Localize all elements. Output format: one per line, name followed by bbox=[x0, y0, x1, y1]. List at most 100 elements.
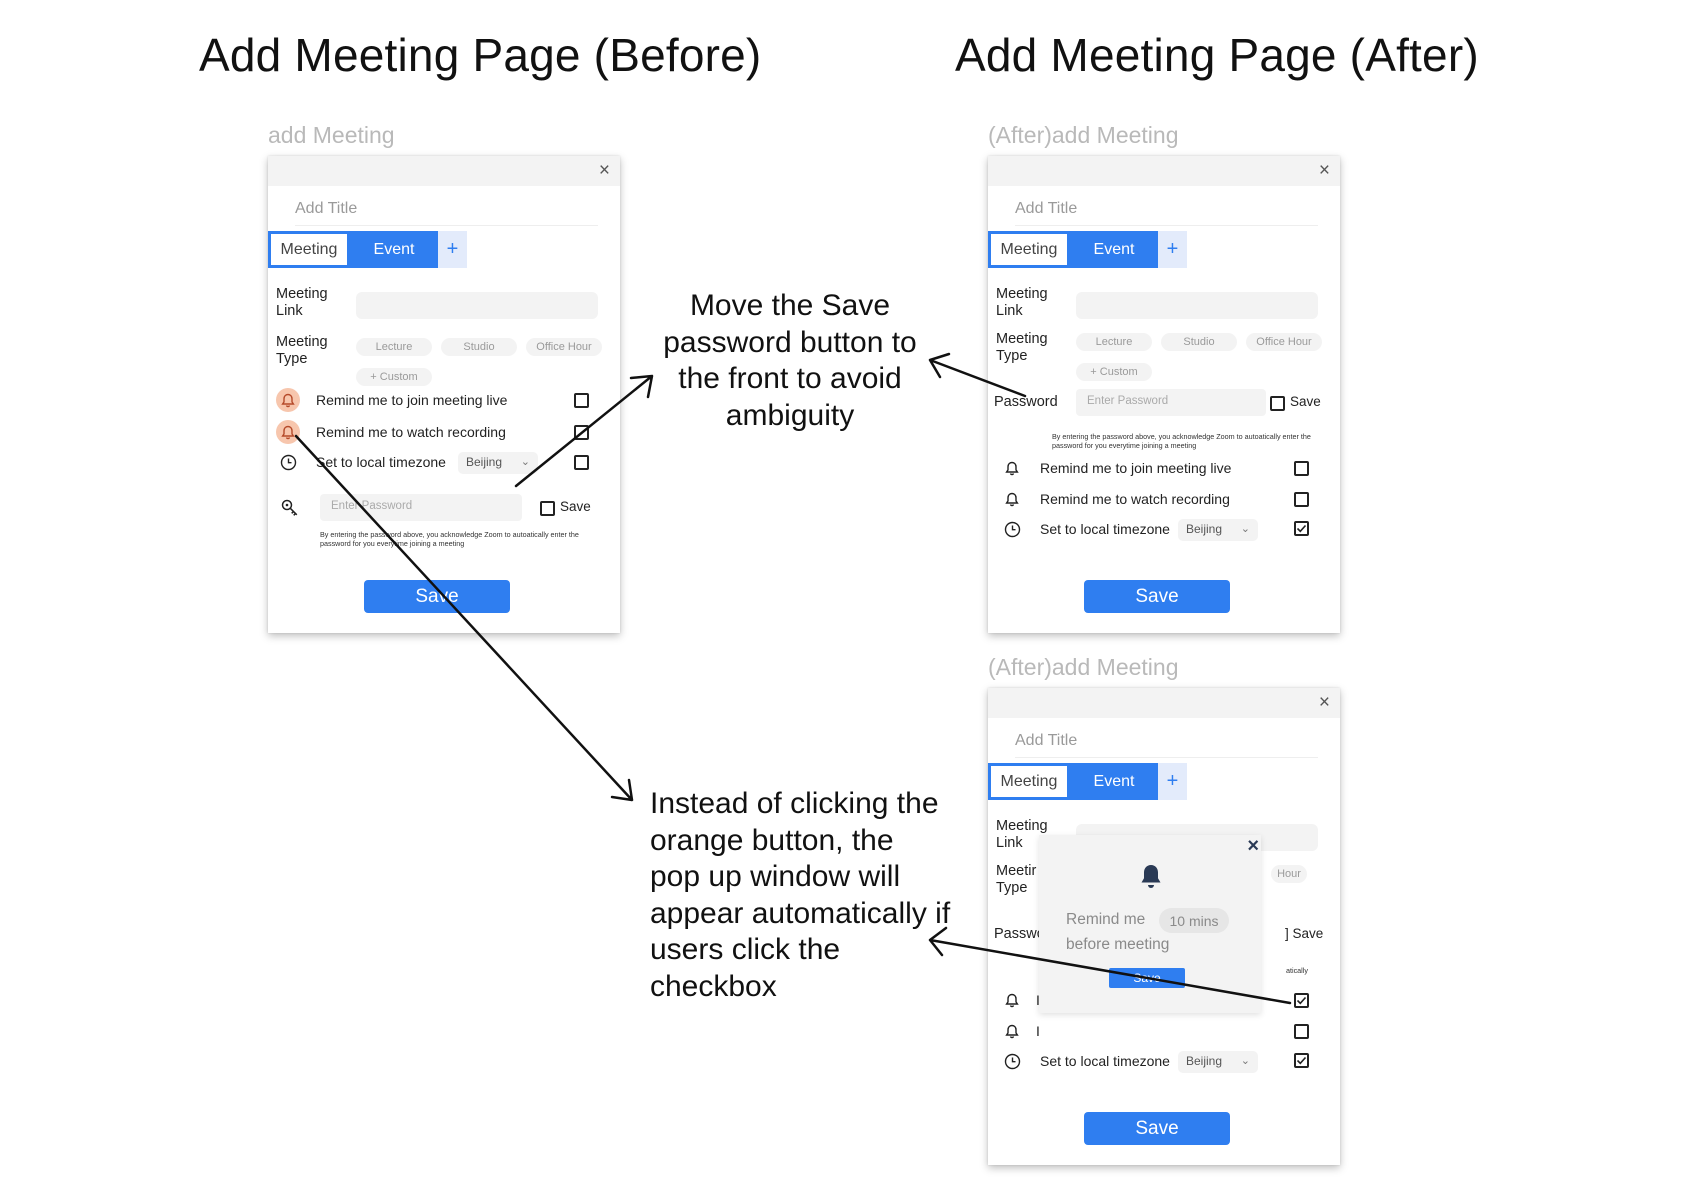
add-tab-button[interactable]: + bbox=[438, 231, 467, 268]
tab-meeting[interactable]: Meeting bbox=[988, 231, 1070, 268]
type-chip-lecture[interactable]: Lecture bbox=[1076, 333, 1152, 351]
local-timezone-label: Set to local timezone bbox=[316, 454, 446, 470]
clock-icon bbox=[1000, 517, 1024, 541]
tab-bar: Meeting Event + bbox=[988, 231, 1187, 268]
meeting-link-input[interactable] bbox=[1076, 292, 1318, 319]
annotation-popup: Instead of clicking the orange button, t… bbox=[650, 787, 951, 1003]
save-password-checkbox[interactable] bbox=[540, 501, 555, 516]
type-chip-office-hour-clipped: Hour bbox=[1271, 865, 1307, 883]
bell-icon[interactable] bbox=[276, 388, 300, 412]
save-button[interactable]: Save bbox=[1084, 580, 1230, 613]
tab-meeting[interactable]: Meeting bbox=[988, 763, 1070, 800]
save-password-label: Save bbox=[560, 499, 591, 514]
tab-event[interactable]: Event bbox=[350, 231, 438, 268]
clock-icon bbox=[276, 450, 300, 474]
title-underline bbox=[295, 225, 598, 226]
tab-bar: Meeting Event + bbox=[268, 231, 467, 268]
row-label-clipped: I bbox=[1036, 1023, 1040, 1039]
timezone-select[interactable]: Beijing⌄ bbox=[1178, 519, 1258, 541]
add-tab-button[interactable]: + bbox=[1158, 763, 1187, 800]
card-header-bar bbox=[988, 156, 1340, 186]
type-chip-studio[interactable]: Studio bbox=[1161, 333, 1237, 351]
bell-icon bbox=[1000, 988, 1024, 1012]
arrow-to-popup-note bbox=[294, 434, 634, 802]
card-header-bar bbox=[268, 156, 620, 186]
remind-live-checkbox-checked[interactable] bbox=[1294, 993, 1309, 1008]
remind-live-label: Remind me to join meeting live bbox=[316, 392, 508, 408]
timezone-select[interactable]: Beijing⌄ bbox=[1178, 1051, 1258, 1073]
chevron-down-icon: ⌄ bbox=[520, 456, 530, 468]
add-title-input[interactable]: Add Title bbox=[1015, 732, 1078, 749]
frame-label-before: add Meeting bbox=[268, 122, 395, 148]
save-button[interactable]: Save bbox=[1084, 1112, 1230, 1145]
type-chip-office-hour[interactable]: Office Hour bbox=[526, 338, 602, 356]
close-icon[interactable]: × bbox=[1318, 692, 1330, 713]
password-disclaimer: By entering the password above, you ackn… bbox=[320, 530, 579, 548]
reminder-minutes-chip[interactable]: 10 mins bbox=[1159, 908, 1229, 933]
timezone-select[interactable]: Beijing⌄ bbox=[458, 452, 538, 474]
tab-event[interactable]: Event bbox=[1070, 763, 1158, 800]
save-password-label: Save bbox=[1290, 394, 1321, 409]
meeting-link-input[interactable] bbox=[356, 292, 598, 319]
arrow-from-password bbox=[928, 352, 1027, 398]
local-timezone-label: Set to local timezone bbox=[1040, 1053, 1170, 1069]
local-timezone-label: Set to local timezone bbox=[1040, 521, 1170, 537]
chevron-down-icon: ⌄ bbox=[1240, 1055, 1250, 1067]
add-tab-button[interactable]: + bbox=[1158, 231, 1187, 268]
checkmark-icon bbox=[1296, 996, 1307, 1005]
remind-recording-checkbox[interactable] bbox=[1294, 492, 1309, 507]
save-password-label-clipped: ] Save bbox=[1285, 926, 1324, 941]
row-label-clipped: I bbox=[1036, 992, 1040, 1008]
bell-icon bbox=[1000, 456, 1024, 480]
local-timezone-checkbox[interactable] bbox=[574, 455, 589, 470]
popup-close-icon[interactable]: × bbox=[1247, 835, 1259, 857]
remind-live-checkbox[interactable] bbox=[1294, 461, 1309, 476]
bell-icon bbox=[1000, 487, 1024, 511]
local-timezone-checkbox-checked[interactable] bbox=[1294, 1053, 1309, 1068]
local-timezone-checkbox-checked[interactable] bbox=[1294, 521, 1309, 536]
bell-icon[interactable] bbox=[276, 420, 300, 444]
remind-live-checkbox[interactable] bbox=[574, 393, 589, 408]
type-chip-studio[interactable]: Studio bbox=[441, 338, 517, 356]
type-chip-lecture[interactable]: Lecture bbox=[356, 338, 432, 356]
frame-label-after: (After)add Meeting bbox=[988, 122, 1179, 148]
clock-icon bbox=[1000, 1049, 1024, 1073]
add-title-input[interactable]: Add Title bbox=[295, 200, 358, 217]
bell-icon bbox=[1000, 1019, 1024, 1043]
close-icon[interactable]: × bbox=[1318, 160, 1330, 181]
remind-recording-checkbox[interactable] bbox=[1294, 1024, 1309, 1039]
type-chip-office-hour[interactable]: Office Hour bbox=[1246, 333, 1322, 351]
chevron-down-icon: ⌄ bbox=[1240, 523, 1250, 535]
tab-bar: Meeting Event + bbox=[988, 763, 1187, 800]
remind-recording-label: Remind me to watch recording bbox=[316, 424, 506, 440]
checkmark-icon bbox=[1296, 1056, 1307, 1065]
key-icon bbox=[278, 496, 302, 520]
tab-event[interactable]: Event bbox=[1070, 231, 1158, 268]
heading-after: Add Meeting Page (After) bbox=[955, 29, 1479, 81]
checkmark-icon bbox=[1296, 524, 1307, 533]
remind-recording-label: Remind me to watch recording bbox=[1040, 491, 1230, 507]
password-input[interactable]: Enter Password bbox=[1076, 389, 1266, 416]
add-title-input[interactable]: Add Title bbox=[1015, 200, 1078, 217]
remind-live-label: Remind me to join meeting live bbox=[1040, 460, 1232, 476]
card-header-bar bbox=[988, 688, 1340, 718]
custom-chip[interactable]: + Custom bbox=[1076, 363, 1152, 381]
tab-meeting[interactable]: Meeting bbox=[268, 231, 350, 268]
custom-chip[interactable]: + Custom bbox=[356, 368, 432, 386]
save-password-checkbox[interactable] bbox=[1270, 396, 1285, 411]
password-disclaimer: By entering the password above, you ackn… bbox=[1052, 432, 1311, 450]
arrow-to-move-save bbox=[514, 374, 654, 488]
frame-label-after-popup: (After)add Meeting bbox=[988, 654, 1179, 680]
heading-before: Add Meeting Page (Before) bbox=[199, 29, 762, 81]
password-label-clipped: Passwc bbox=[994, 926, 1044, 942]
close-icon[interactable]: × bbox=[598, 160, 610, 181]
